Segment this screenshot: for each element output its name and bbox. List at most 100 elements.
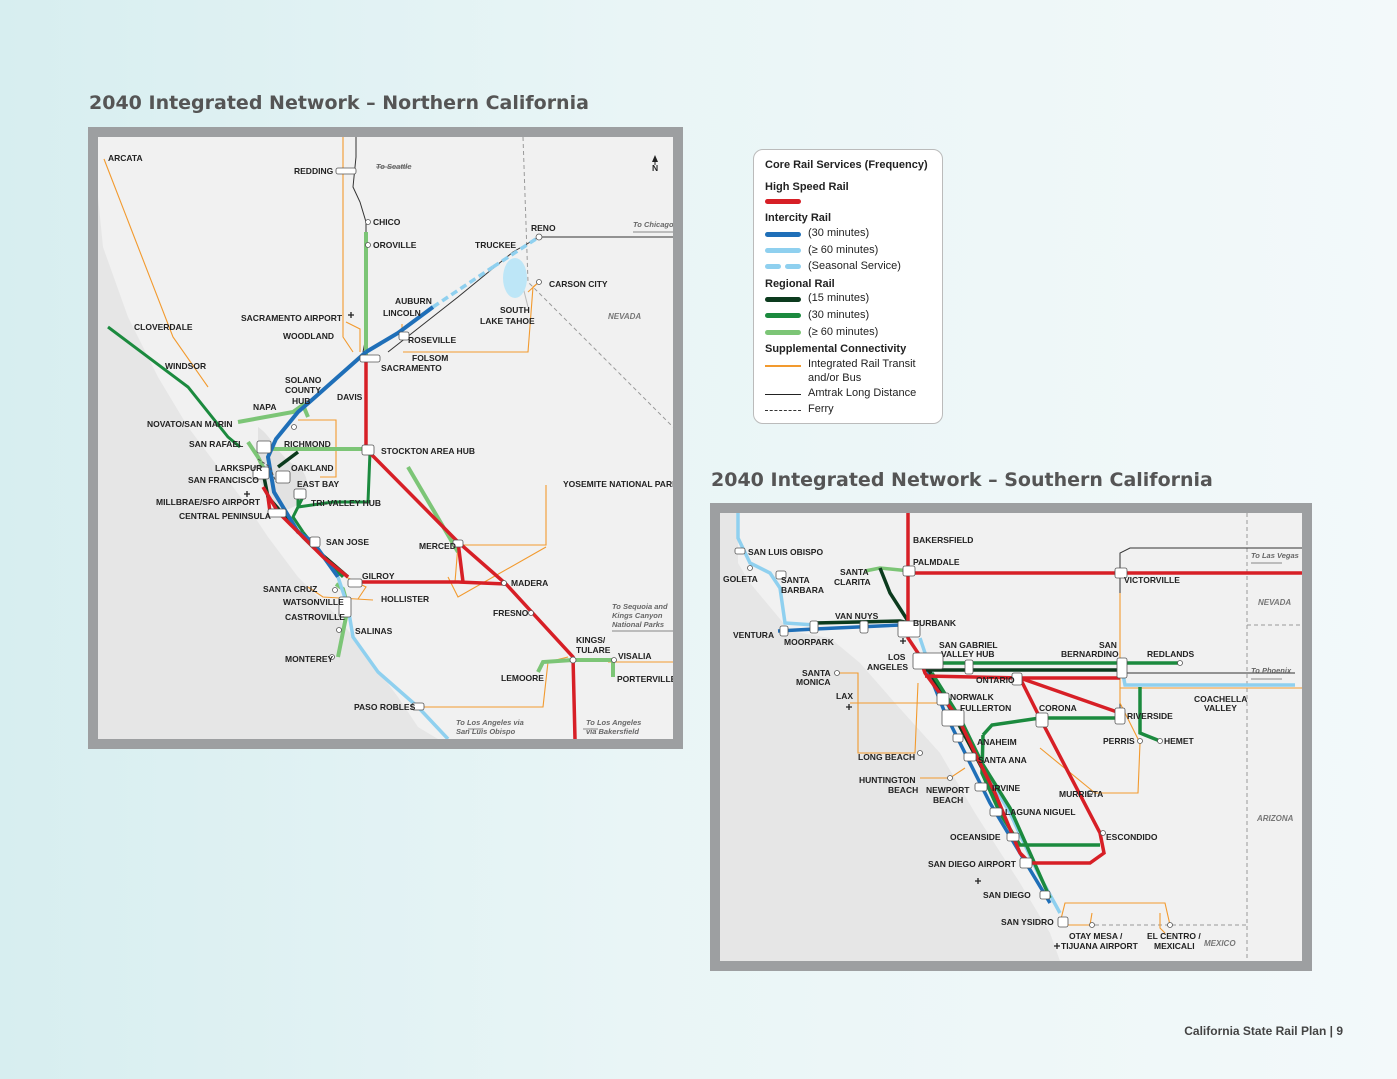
- legend-swatch-seasonal-b: [785, 264, 801, 269]
- label-sgv-hub-2: VALLEY HUB: [941, 649, 995, 659]
- label-fresno: FRESNO: [493, 608, 529, 618]
- label-palmdale: PALMDALE: [913, 557, 960, 567]
- south-map-title: 2040 Integrated Network – Southern Calif…: [711, 469, 1213, 491]
- label-ontario: ONTARIO: [976, 675, 1015, 685]
- legend-swatch-hsr: [765, 199, 801, 204]
- north-map-title: 2040 Integrated Network – Northern Calif…: [89, 92, 589, 114]
- note-phoenix: To Phoenix: [1251, 666, 1292, 675]
- label-millbrae: MILLBRAE/SFO AIRPORT: [156, 497, 261, 507]
- label-roseville: ROSEVILLE: [408, 335, 457, 345]
- label-tri-valley: TRI-VALLEY HUB: [311, 498, 381, 508]
- label-riverside: RIVERSIDE: [1127, 711, 1173, 721]
- label-perris: PERRIS: [1103, 736, 1135, 746]
- label-moorpark: MOORPARK: [784, 637, 835, 647]
- note-nevada: NEVADA: [608, 312, 641, 321]
- label-windsor: WINDSOR: [165, 361, 206, 371]
- label-lemoore: LEMOORE: [501, 673, 544, 683]
- label-kings: KINGS/: [576, 635, 606, 645]
- note-la-slo-1: To Los Angeles via: [456, 718, 524, 727]
- legend-supplemental: Supplemental Connectivity: [765, 343, 907, 355]
- note-nevada-south: NEVADA: [1258, 598, 1291, 607]
- label-oceanside: OCEANSIDE: [950, 832, 1001, 842]
- label-tulare: TULARE: [576, 645, 611, 655]
- label-sacramento: SACRAMENTO: [381, 363, 442, 373]
- label-arcata: ARCATA: [108, 153, 143, 163]
- label-ventura: VENTURA: [733, 630, 774, 640]
- south-map-frame: BAKERSFIELD SAN LUIS OBISPO SANTA BARBAR…: [710, 503, 1312, 971]
- legend-seasonal: (Seasonal Service): [808, 260, 901, 272]
- label-santa-barbara-1: SANTA: [781, 575, 810, 585]
- legend-swatch-seasonal-a: [765, 264, 781, 269]
- label-oroville: OROVILLE: [373, 240, 417, 250]
- label-lake-tahoe: LAKE TAHOE: [480, 316, 535, 326]
- airport-icon: [348, 312, 354, 318]
- label-larkspur: LARKSPUR: [215, 463, 262, 473]
- legend-swatch-rg15: [765, 297, 801, 302]
- label-redding: REDDING: [294, 166, 334, 176]
- note-sequoia-1: To Sequoia and: [612, 602, 668, 611]
- label-santa-barbara-2: BARBARA: [781, 585, 824, 595]
- label-paso-robles: PASO ROBLES: [354, 702, 416, 712]
- label-laguna-niguel: LAGUNA NIGUEL: [1005, 807, 1076, 817]
- north-map[interactable]: ARCATA REDDING CHICO OROVILLE TRUCKEE RE…: [98, 137, 673, 739]
- south-map[interactable]: BAKERSFIELD SAN LUIS OBISPO SANTA BARBAR…: [720, 513, 1302, 961]
- legend-intercity: Intercity Rail: [765, 212, 832, 224]
- label-carson-city: CARSON CITY: [549, 279, 608, 289]
- note-las-vegas: To Las Vegas: [1251, 551, 1299, 560]
- note-mexico: MEXICO: [1204, 939, 1236, 948]
- label-woodland: WOODLAND: [283, 331, 334, 341]
- label-south: SOUTH: [500, 305, 530, 315]
- label-davis: DAVIS: [337, 392, 363, 402]
- label-santa-monica-2: MONICA: [796, 677, 830, 687]
- label-solano: SOLANO: [285, 375, 322, 385]
- label-redlands: REDLANDS: [1147, 649, 1195, 659]
- label-otay-mesa-2: TIJUANA AIRPORT: [1061, 941, 1139, 951]
- label-porterville: PORTERVILLE: [617, 674, 673, 684]
- label-huntington-1: HUNTINGTON: [859, 775, 916, 785]
- label-los-angeles-2: ANGELES: [867, 662, 908, 672]
- note-chicago: To Chicago: [633, 220, 673, 229]
- label-county: COUNTY: [285, 385, 321, 395]
- legend-rg60: (≥ 60 minutes): [808, 326, 879, 338]
- label-newport-1: NEWPORT: [926, 785, 970, 795]
- label-el-centro-2: MEXICALI: [1154, 941, 1195, 951]
- legend-regional: Regional Rail: [765, 278, 835, 290]
- label-merced: MERCED: [419, 541, 456, 551]
- legend-ferry: Ferry: [808, 403, 834, 415]
- label-madera: MADERA: [511, 578, 548, 588]
- legend-heading: Core Rail Services (Frequency): [765, 159, 928, 171]
- label-richmond: RICHMOND: [284, 439, 331, 449]
- note-la-bak-2: via Bakersfield: [586, 727, 639, 736]
- label-coachella-2: VALLEY: [1204, 703, 1237, 713]
- airport-icon: [975, 878, 981, 884]
- legend-swatch-transit: [765, 365, 801, 367]
- airport-icon: [244, 491, 250, 497]
- airport-icon: [1054, 943, 1060, 949]
- label-san-ysidro: SAN YSIDRO: [1001, 917, 1054, 927]
- label-yosemite: YOSEMITE NATIONAL PARK: [563, 479, 673, 489]
- label-san-diego: SAN DIEGO: [983, 890, 1031, 900]
- legend-irt: Integrated Rail Transit: [808, 358, 916, 370]
- label-auburn: AUBURN: [395, 296, 432, 306]
- page-footer: California State Rail Plan | 9: [1184, 1024, 1343, 1038]
- label-van-nuys: VAN NUYS: [835, 611, 879, 621]
- label-escondido: ESCONDIDO: [1106, 832, 1158, 842]
- label-lincoln: LINCOLN: [383, 308, 421, 318]
- label-newport-2: BEACH: [933, 795, 963, 805]
- legend-swatch-ferry: [765, 410, 801, 411]
- label-watsonville: WATSONVILLE: [283, 597, 344, 607]
- legend-amtrak: Amtrak Long Distance: [808, 387, 917, 399]
- label-norwalk: NORWALK: [950, 692, 995, 702]
- label-east-bay: EAST BAY: [297, 479, 340, 489]
- label-santa-clarita-1: SANTA: [840, 567, 869, 577]
- legend-swatch-ic60: [765, 248, 801, 253]
- label-monterey: MONTEREY: [285, 654, 334, 664]
- label-san-bernardino-2: BERNARDINO: [1061, 649, 1119, 659]
- label-coachella-1: COACHELLA: [1194, 694, 1247, 704]
- label-novato: NOVATO/SAN MARIN: [147, 419, 232, 429]
- compass-arrow-icon: [652, 155, 658, 162]
- note-seattle: To Seattle: [376, 162, 412, 171]
- label-chico: CHICO: [373, 217, 401, 227]
- label-fullerton: FULLERTON: [960, 703, 1011, 713]
- label-lax: LAX: [836, 691, 853, 701]
